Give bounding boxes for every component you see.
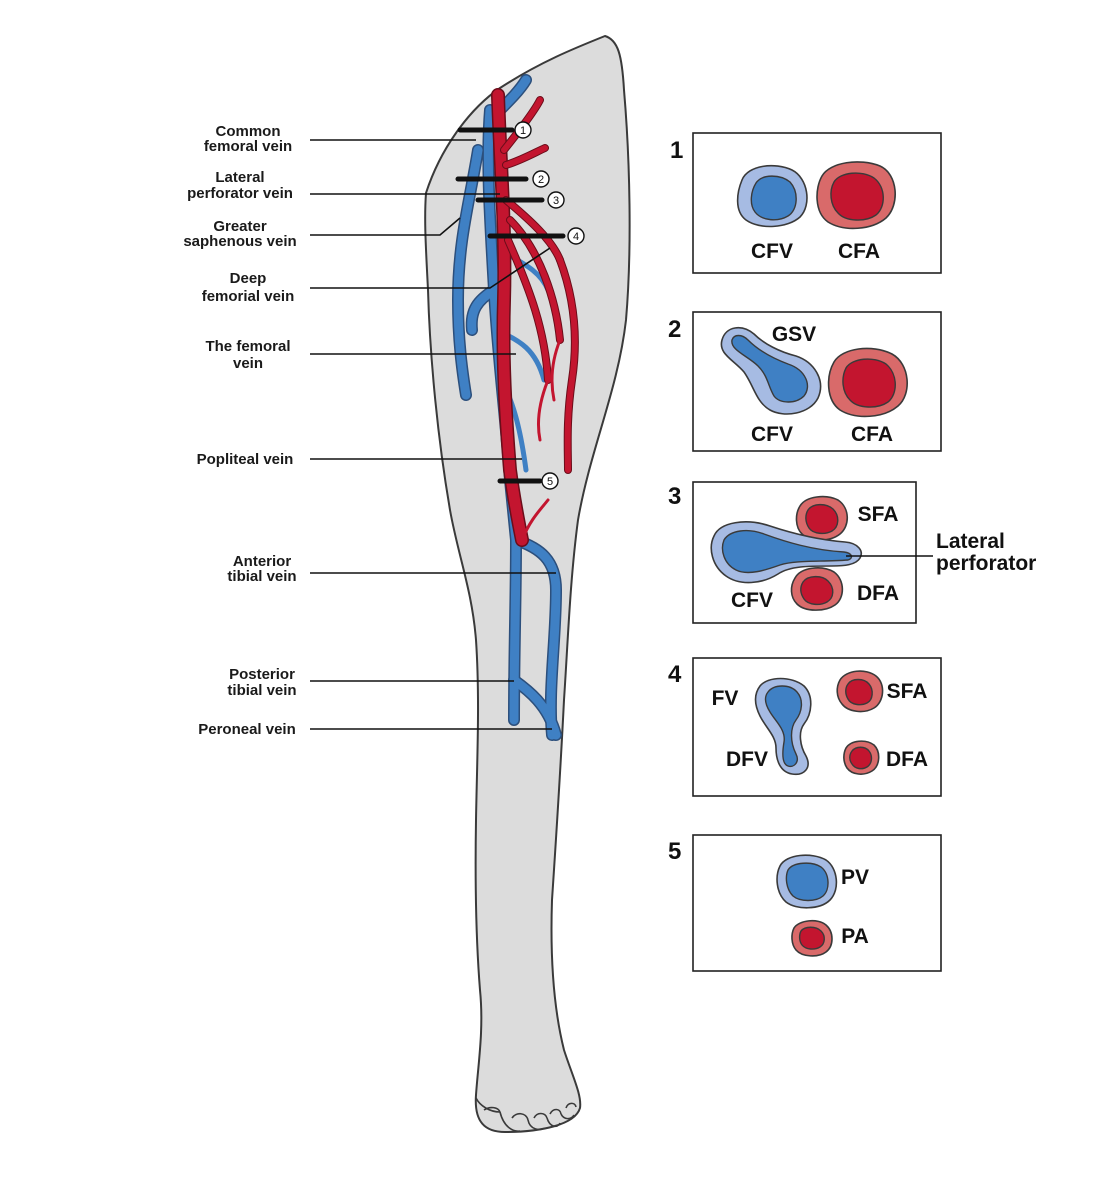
label-popliteal-vein: Popliteal vein [197, 451, 522, 468]
label-text: 1 [520, 125, 526, 137]
label-text: Lateral [215, 169, 264, 186]
panel-1-number: 1 [670, 137, 683, 164]
greater-saphenous-vein-path [453, 145, 483, 400]
label-text: perforator vein [187, 185, 293, 202]
label-text: DFV [726, 748, 768, 771]
lateral-perforator-callout: Lateral [936, 530, 1005, 553]
label-greater-saphenous-vein: Greater saphenous vein [183, 217, 461, 250]
marker-1: 1 [514, 121, 532, 139]
label-peroneal-vein: Peroneal vein [198, 721, 552, 738]
panel-4: 4 FV DFV SFA DFA [668, 657, 942, 797]
marker-3: 3 [547, 191, 565, 209]
label-text: Popliteal vein [197, 451, 294, 468]
anterior-tibial-vein-path [509, 535, 521, 725]
panel-3: 3 SFA CFV DFA Lateral perforator [668, 481, 1036, 624]
leg-illustration: 1 2 3 4 5 [424, 34, 631, 1134]
marker-4: 4 [567, 227, 585, 245]
label-text: SFA [887, 680, 928, 703]
label-text: 4 [573, 231, 579, 243]
label-text: femoral vein [204, 138, 292, 155]
label-text: PA [841, 925, 869, 948]
label-text: CFV [751, 240, 793, 263]
label-text: 3 [553, 195, 559, 207]
label-text: perforator [936, 552, 1036, 575]
deep-femoral-artery-path [503, 197, 563, 263]
label-text: FV [712, 687, 739, 710]
panel-5: 5 PV PA [668, 834, 942, 972]
label-deep-femoral-vein: Deep femorial vein [202, 247, 551, 305]
label-text: DFA [886, 748, 928, 771]
label-text: CFA [851, 423, 893, 446]
posterior-tibial-vein-path [511, 535, 561, 740]
label-text: CFV [751, 423, 793, 446]
panel-5-number: 5 [668, 838, 681, 865]
label-posterior-tibial-vein: Posterior tibial vein [227, 666, 514, 699]
panel-2-number: 2 [668, 316, 681, 343]
marker-5: 5 [541, 472, 559, 490]
section-bars [455, 127, 566, 484]
label-text: The femoral [205, 338, 290, 355]
label-text: Common [216, 123, 281, 140]
label-text: CFA [838, 240, 880, 263]
label-text: femorial vein [202, 288, 295, 305]
label-text: 5 [547, 476, 553, 488]
section-markers: 1 2 3 4 5 [514, 121, 585, 490]
toes [475, 1097, 577, 1132]
label-text: Deep [230, 270, 267, 287]
label-text: Posterior [229, 666, 295, 683]
panel-3-number: 3 [668, 483, 681, 510]
label-text: Anterior [233, 553, 292, 570]
label-anterior-tibial-vein: Anterior tibial vein [227, 553, 556, 585]
label-text: SFA [858, 503, 899, 526]
label-text: GSV [772, 323, 816, 346]
peroneal-vein-path [509, 675, 561, 740]
label-text: tibial vein [227, 568, 296, 585]
vein-labels: Common femoral vein Lateral perforator v… [183, 123, 556, 738]
label-text: vein [233, 355, 263, 372]
panel-1: 1 CFV CFA [670, 132, 942, 274]
label-text: tibial vein [227, 682, 296, 699]
panel-2: 2 GSV CFV CFA [668, 311, 942, 452]
label-text: 2 [538, 174, 544, 186]
label-text: CFV [731, 589, 773, 612]
label-text: DFA [857, 582, 899, 605]
label-text: PV [841, 866, 869, 889]
panel-4-number: 4 [668, 661, 682, 688]
marker-2: 2 [532, 170, 550, 188]
label-common-femoral-vein: Common femoral vein [204, 123, 476, 155]
label-text: Greater [213, 218, 267, 235]
label-text: Peroneal vein [198, 721, 296, 738]
label-femoral-vein: The femoral vein [205, 338, 516, 372]
label-text: saphenous vein [183, 233, 296, 250]
cross-section-panels: 1 CFV CFA 2 GSV CFV CFA 3 [668, 132, 1036, 972]
label-lateral-perforator-vein: Lateral perforator vein [187, 169, 500, 202]
